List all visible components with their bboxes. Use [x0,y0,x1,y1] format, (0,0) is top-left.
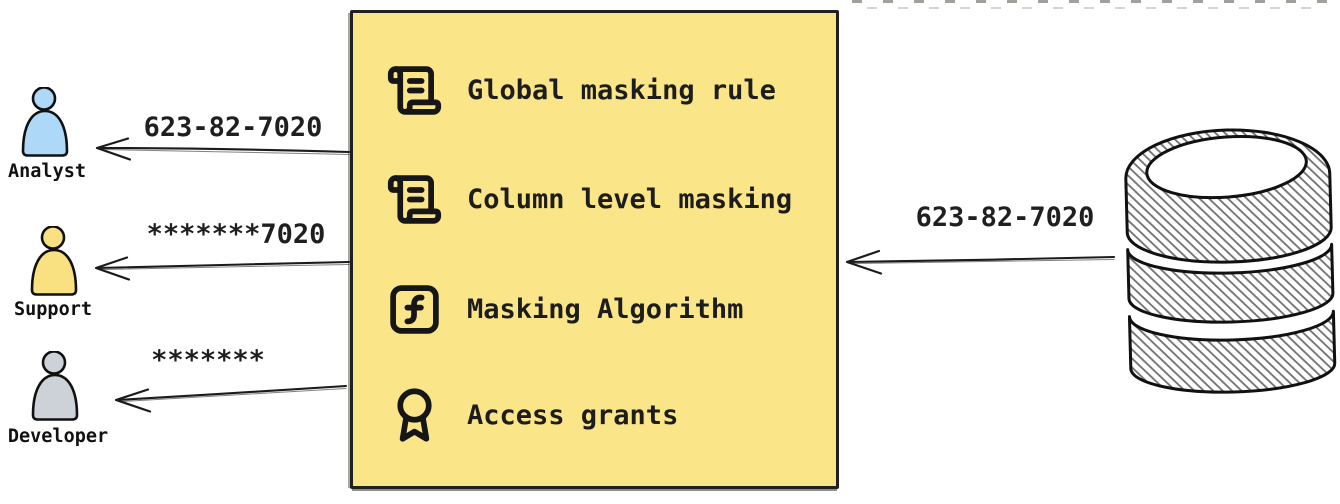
support-label: Support [14,299,92,320]
award-icon [386,385,443,445]
top-dashed-line [852,0,1340,3]
arrow-database-to-box [845,249,1116,275]
support-avatar-icon [30,226,78,296]
policy-label: Access grants [467,399,679,431]
analyst-value-label: 623-82-7020 [143,112,323,143]
masking-policy-box: Global masking rule Column level masking… [350,10,839,489]
analyst-label: Analyst [8,161,86,182]
arrow-box-to-developer [114,384,348,413]
policy-label: Global masking rule [467,74,776,106]
function-square-icon [386,281,443,338]
scroll-text-icon [386,62,443,119]
top-dashed-line-sketch-pass [867,7,1327,9]
policy-label: Masking Algorithm [467,293,744,325]
database-top-opening [1145,134,1308,200]
support-value-label: *******7020 [146,219,326,250]
developer-value-label: ******* [151,345,265,376]
policy-row-masking-algorithm: Masking Algorithm [353,278,836,340]
developer-avatar-icon [31,351,79,421]
policy-row-global-masking-rule: Global masking rule [353,59,836,121]
scroll-text-icon [386,171,443,228]
database-value-label: 623-82-7020 [915,202,1095,233]
developer-label: Developer [7,426,109,447]
arrow-box-to-support [94,256,351,281]
database-icon [1124,128,1337,394]
policy-row-column-level-masking: Column level masking [353,168,836,230]
policy-label: Column level masking [467,183,793,215]
policy-row-access-grants: Access grants [353,384,836,446]
analyst-avatar-icon [21,87,69,157]
